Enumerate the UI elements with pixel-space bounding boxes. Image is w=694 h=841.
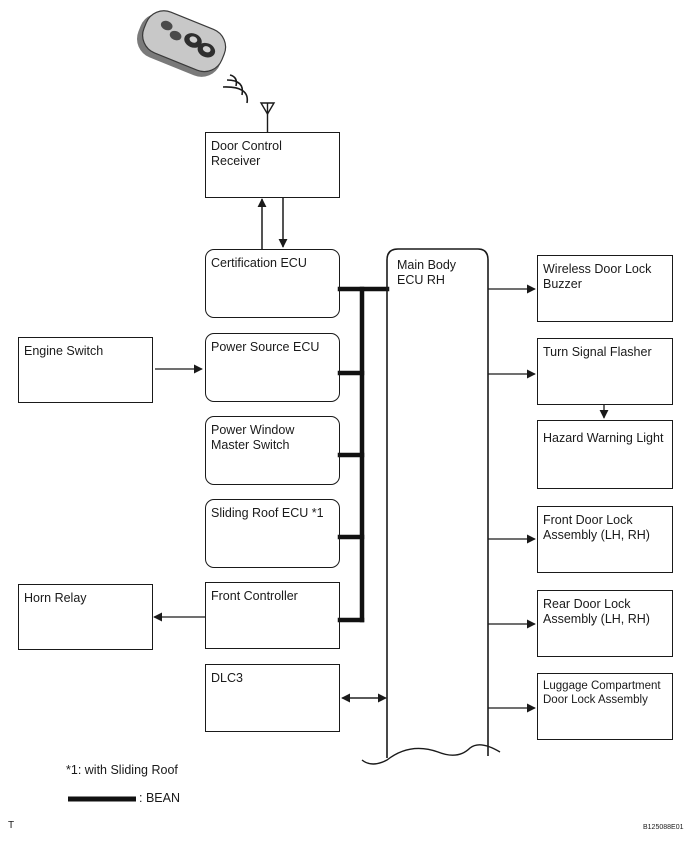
horn-relay-label: Horn Relay	[24, 591, 87, 605]
hazard-warning-light-label: Hazard Warning Light	[543, 431, 664, 445]
main-body-ecu-outline	[361, 248, 488, 774]
wireless-signal-icon	[222, 74, 249, 104]
door-control-receiver-box: Door Control Receiver	[205, 132, 340, 198]
key-fob-icon	[136, 10, 227, 77]
front-door-lock-assembly-box: Front Door Lock Assembly (LH, RH)	[537, 506, 673, 573]
sliding-roof-ecu-label: Sliding Roof ECU *1	[211, 506, 324, 520]
power-source-ecu-label: Power Source ECU	[211, 340, 320, 354]
front-door-lock-assembly-label: Front Door Lock Assembly (LH, RH)	[543, 513, 650, 542]
engine-switch-label: Engine Switch	[24, 344, 104, 358]
turn-signal-flasher-label: Turn Signal Flasher	[543, 345, 652, 359]
front-controller-label: Front Controller	[211, 589, 298, 603]
certification-ecu-label: Certification ECU	[211, 256, 307, 270]
rear-door-lock-assembly-box: Rear Door Lock Assembly (LH, RH)	[537, 590, 673, 657]
wireless-door-lock-buzzer-label: Wireless Door Lock Buzzer	[543, 262, 652, 291]
dlc3-label: DLC3	[211, 671, 243, 685]
turn-signal-flasher-box: Turn Signal Flasher	[537, 338, 673, 405]
front-controller-box: Front Controller	[205, 582, 340, 649]
wireless-door-lock-buzzer-box: Wireless Door Lock Buzzer	[537, 255, 673, 322]
luggage-compartment-door-lock-label: Luggage Compartment Door Lock Assembly	[543, 680, 661, 706]
footnote: *1: with Sliding Roof	[66, 763, 178, 777]
rear-door-lock-assembly-label: Rear Door Lock Assembly (LH, RH)	[543, 597, 650, 626]
horn-relay-box: Horn Relay	[18, 584, 153, 650]
bean-bus	[337, 286, 390, 623]
certification-ecu-box: Certification ECU	[205, 249, 340, 318]
door-control-receiver-label: Door Control Receiver	[211, 139, 282, 168]
engine-switch-box: Engine Switch	[18, 337, 153, 403]
dlc3-box: DLC3	[205, 664, 340, 732]
antenna-icon	[259, 102, 276, 132]
luggage-compartment-door-lock-box: Luggage Compartment Door Lock Assembly	[537, 673, 673, 740]
figure-code: B125088E01	[643, 824, 684, 831]
bean-legend-label: : BEAN	[139, 791, 180, 805]
corner-mark: T	[8, 820, 15, 831]
main-body-ecu-label: Main Body ECU RH	[397, 258, 457, 287]
power-window-master-switch-label: Power Window Master Switch	[211, 423, 295, 452]
hazard-warning-light-box: Hazard Warning Light	[537, 420, 673, 489]
power-source-ecu-box: Power Source ECU	[205, 333, 340, 402]
power-window-master-switch-box: Power Window Master Switch	[205, 416, 340, 485]
sliding-roof-ecu-box: Sliding Roof ECU *1	[205, 499, 340, 568]
